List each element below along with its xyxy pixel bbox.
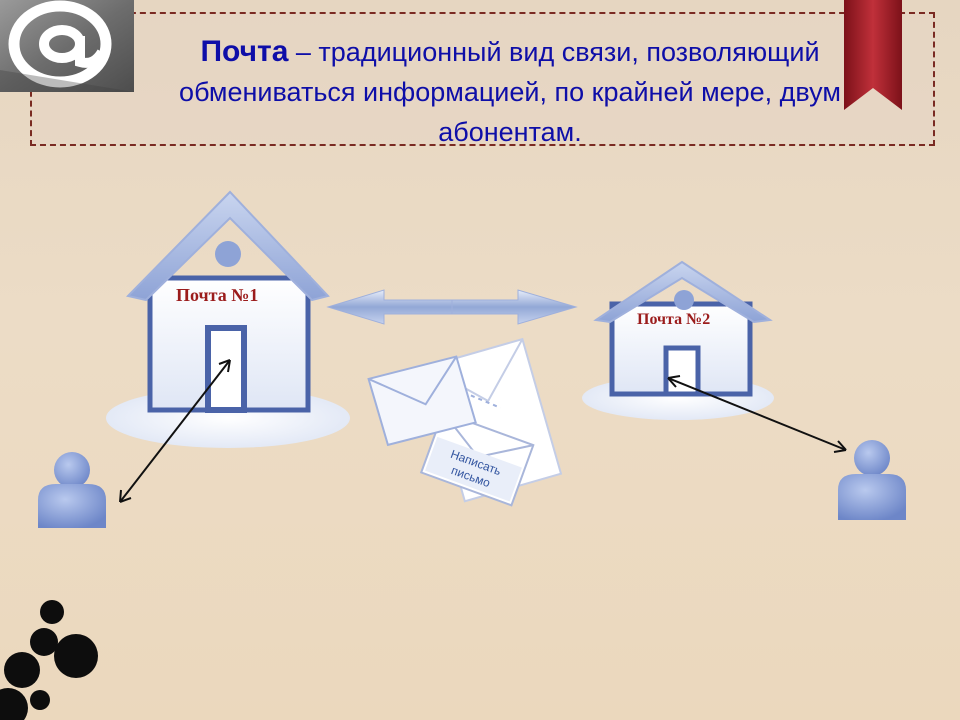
at-sign-logo-icon xyxy=(0,0,134,92)
house-2-label: Почта №2 xyxy=(637,311,711,328)
connector-person1-house1 xyxy=(119,359,231,503)
house-1-label: Почта №1 xyxy=(176,285,259,305)
title-frame xyxy=(30,12,935,146)
house-1-icon xyxy=(106,190,350,448)
ink-blot-decoration xyxy=(0,600,98,720)
person-2-icon xyxy=(838,440,906,520)
envelopes-icon: Написать письмо xyxy=(367,337,563,507)
title-term: Почта xyxy=(200,35,289,68)
double-arrow-icon xyxy=(326,289,578,325)
bookmark-ribbon xyxy=(844,0,902,110)
title-text: Почта – традиционный вид связи, позволяю… xyxy=(110,32,910,152)
person-1-icon xyxy=(38,452,106,528)
house-2-icon xyxy=(582,260,774,420)
connector-person2-house2 xyxy=(667,375,847,453)
title-definition: – традиционный вид связи, позволяющий об… xyxy=(179,37,841,147)
